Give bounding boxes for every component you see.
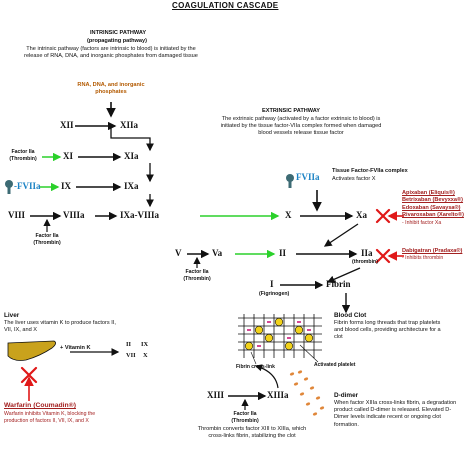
liver-heading: Liver xyxy=(4,312,20,319)
extrinsic-heading: EXTRINSIC PATHWAY xyxy=(262,108,321,114)
thrombin-inhibitor-note: - Inhibits thrombin xyxy=(402,255,444,262)
drug-betrixaban: Betrixaban (Bevyxxa®) xyxy=(402,197,464,204)
factor-xii: XII xyxy=(60,120,74,130)
xa-inhibitor-note: - Inhibit factor Xa xyxy=(402,219,442,226)
fviia-left-label: -FVIIa xyxy=(14,181,41,191)
intrinsic-description: The intrinsic pathway (factors are intri… xyxy=(24,46,198,60)
warfarin-note: Warfarin inhibits Vitamin K, blocking th… xyxy=(4,411,96,424)
activated-platelet-label: Activated platelet xyxy=(314,362,356,368)
page-title: COAGULATION CASCADE xyxy=(172,1,279,10)
factor-i: I xyxy=(270,279,274,289)
liver-product-vii: VII xyxy=(126,352,136,359)
drug-dabigatran: Dabigatran (Pradaxa®) xyxy=(402,248,463,254)
factor-xiii: XIII xyxy=(207,390,225,400)
liver-product-ii: II xyxy=(126,341,131,348)
intrinsic-trigger: RNA, DNA, and inorganic phosphates xyxy=(77,82,145,96)
factor-ii: II xyxy=(279,248,287,258)
fibrin-crosslink-label: Fibrin cross-link xyxy=(236,364,275,370)
drug-apixaban: Apixaban (Eliquis®) xyxy=(402,190,455,196)
factor-ix: IX xyxy=(61,181,72,191)
ddimer-heading: D-dimer xyxy=(334,392,359,399)
receptor-icon-right xyxy=(286,174,294,188)
tf-complex-note: Activates factor X xyxy=(332,176,376,182)
intrinsic-heading: INTRINSIC PATHWAY xyxy=(90,30,147,36)
factor-iia: IIa xyxy=(361,248,373,258)
drug-rivaroxaban: Rivaroxaban (Xarelto®) xyxy=(402,212,464,219)
blood-clot-mesh xyxy=(238,314,322,358)
vitamin-k-label: + Vitamin K xyxy=(60,345,91,351)
factor-xiia: XIIa xyxy=(120,120,139,130)
factor-fibrin: Fibrin xyxy=(326,279,351,289)
factor-xia: XIa xyxy=(124,151,139,161)
xiii-note: Thrombin converts factor XIII to XIIIa, … xyxy=(197,426,307,440)
drug-warfarin: Warfarin (Coumadin®) xyxy=(4,402,76,409)
cofactor-thrombin-viii: Factor IIa (Thrombin) xyxy=(33,233,61,246)
liver-product-ix: IX xyxy=(141,341,149,348)
factor-iia-sub: (thrombin) xyxy=(352,259,378,265)
factor-viii: VIII xyxy=(8,210,26,220)
cofactor-thrombin-xiii: Factor IIa (Thrombin) xyxy=(231,411,259,424)
drug-edoxaban: Edoxaban (Savaysa®) xyxy=(402,204,461,211)
fibrin-cross-links xyxy=(247,321,311,347)
fviia-right-label: FVIIa xyxy=(296,172,320,182)
d-dimer-fragments xyxy=(289,370,325,416)
factor-v: V xyxy=(175,248,182,258)
factor-xi: XI xyxy=(63,151,74,161)
extrinsic-description: The extrinsic pathway (activated by a fa… xyxy=(220,116,382,137)
blood-clot-description: Fibrin forms long threads that trap plat… xyxy=(334,320,441,341)
intrinsic-subheading: (propagating pathway) xyxy=(87,38,147,44)
factor-x: X xyxy=(285,210,292,220)
tf-complex-title: Tissue Factor-FVIIa complex xyxy=(332,168,408,174)
factor-viiia: VIIIa xyxy=(63,210,85,220)
factor-ixa-viiia: IXa-VIIIa xyxy=(120,210,160,220)
cofactor-thrombin-v: Factor IIa (Thrombin) xyxy=(183,269,211,282)
xa-inhibitor-list: Apixaban (Eliquis®) Betrixaban (Bevyxxa®… xyxy=(402,190,474,226)
ddimer-description: When factor XIIIa cross-links fibrin, a … xyxy=(334,400,457,428)
factor-i-sub: (Figrinogen) xyxy=(259,291,290,297)
liver-description: The liver uses vitamin K to produce fact… xyxy=(4,320,116,334)
activated-platelets xyxy=(244,317,314,351)
liver-product-x: X xyxy=(143,352,148,359)
liver-icon xyxy=(7,340,56,361)
factor-va: Va xyxy=(212,248,223,258)
factor-xa: Xa xyxy=(356,210,367,220)
blood-clot-heading: Blood Clot xyxy=(334,312,367,319)
factor-ixa: IXa xyxy=(124,181,139,191)
cofactor-thrombin-xi: Factor IIa (Thrombin) xyxy=(9,149,37,162)
receptor-icon-left xyxy=(5,180,13,194)
factor-xiiia: XIIIa xyxy=(267,390,289,400)
x-block-icon xyxy=(20,208,391,384)
thrombin-inhibitor: Dabigatran (Pradaxa®) - Inhibits thrombi… xyxy=(402,248,474,262)
